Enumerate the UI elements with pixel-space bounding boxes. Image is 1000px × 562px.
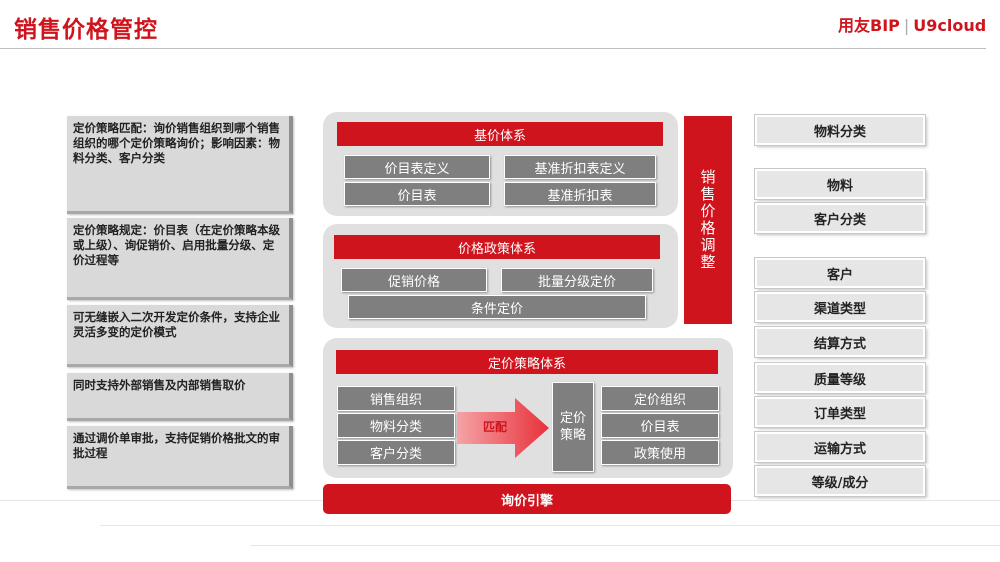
tiered-pricing: 批量分级定价	[501, 268, 653, 292]
pricing-strategy-title: 定价策略体系	[336, 350, 718, 374]
strategy-price-list: 价目表	[601, 413, 719, 438]
policy-usage: 政策使用	[601, 440, 719, 465]
background-line	[100, 525, 1000, 526]
pricing-org: 定价组织	[601, 386, 719, 411]
factor-material: 物料	[755, 169, 925, 199]
factor-settlement-method: 结算方式	[755, 327, 925, 357]
conditional-pricing: 条件定价	[348, 295, 646, 319]
base-discount-definition: 基准折扣表定义	[504, 155, 656, 179]
note-internal-external: 同时支持外部销售及内部销售取价	[67, 373, 293, 421]
material-category: 物料分类	[337, 413, 455, 438]
promotion-price: 促销价格	[341, 268, 487, 292]
note-approval: 通过调价单审批，支持促销价格批文的审批过程	[67, 426, 293, 489]
base-discount-table: 基准折扣表	[504, 182, 656, 206]
base-price-title: 基价体系	[337, 122, 663, 146]
inquiry-engine: 询价引擎	[323, 484, 731, 514]
brand-logo: 用友BIP|U9cloud	[838, 12, 986, 36]
factor-transport-method: 运输方式	[755, 432, 925, 462]
factor-channel-type: 渠道类型	[755, 292, 925, 322]
factor-order-type: 订单类型	[755, 397, 925, 427]
match-label: 匹配	[482, 420, 507, 434]
note-strategy-match: 定价策略匹配：询价销售组织到哪个销售组织的哪个定价策略询价；影响因素：物料分类、…	[67, 116, 293, 214]
match-arrow-icon	[457, 398, 549, 458]
price-policy-title: 价格政策体系	[334, 235, 660, 259]
factor-grade-composition: 等级/成分	[755, 466, 925, 496]
background-line	[250, 545, 1000, 546]
sales-org: 销售组织	[337, 386, 455, 411]
logo-product: U9cloud	[913, 16, 987, 35]
factor-customer: 客户	[755, 258, 925, 288]
logo-separator: |	[903, 16, 910, 35]
sales-price-adjust: 销售价格调整	[684, 116, 732, 324]
pricing-strategy-node: 定价策略	[552, 382, 594, 472]
price-list: 价目表	[344, 182, 490, 206]
logo-brand: 用友BIP	[838, 16, 900, 35]
factor-material-category: 物料分类	[755, 115, 925, 145]
price-list-definition: 价目表定义	[344, 155, 490, 179]
header-divider	[0, 48, 986, 49]
factor-quality-grade: 质量等级	[755, 363, 925, 393]
note-strategy-rules: 定价策略规定：价目表（在定价策略本级或上级）、询促销价、启用批量分级、定价过程等	[67, 218, 293, 300]
customer-category: 客户分类	[337, 440, 455, 465]
factor-customer-category: 客户分类	[755, 203, 925, 233]
page-title: 销售价格管控	[14, 17, 158, 43]
note-custom-conditions: 可无缝嵌入二次开发定价条件，支持企业灵活多变的定价模式	[67, 305, 293, 367]
